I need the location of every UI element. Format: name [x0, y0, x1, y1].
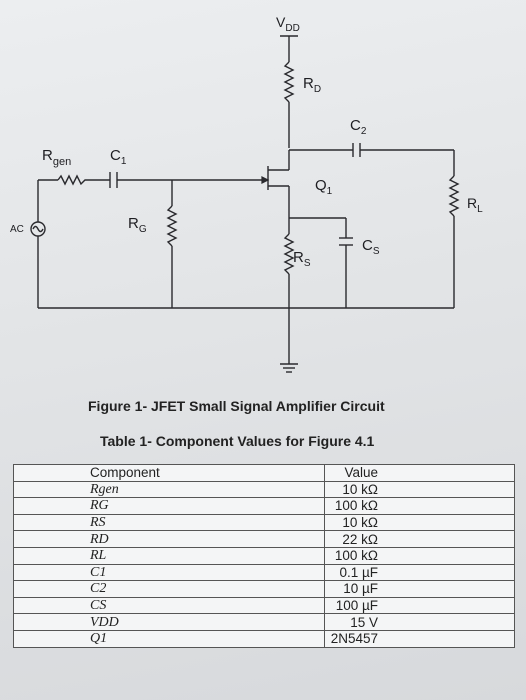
component-cell: C2 [13, 580, 325, 598]
value-cell: 15 V [324, 613, 515, 631]
c2-label: C2 [350, 117, 367, 137]
value-cell: 10 kΩ [324, 480, 515, 499]
ac-sine-icon [32, 225, 44, 233]
table-row: Rgen 10 kΩ [13, 480, 515, 499]
table-row: RS 10 kΩ [13, 513, 515, 532]
value-cell: 0.1 µF [324, 563, 515, 582]
component-cell: RD [13, 530, 325, 548]
gate-arrow-icon [261, 176, 270, 184]
jfet-amplifier-schematic: VDD RD C2 Rgen C1 Q1 RL AC RG RS CS [10, 14, 483, 373]
rl-label: RL [467, 195, 483, 215]
value-cell: 2N5457 [324, 629, 515, 648]
component-cell: VDD [13, 613, 325, 631]
value-cell: 10 µF [324, 580, 515, 598]
component-cell: Q1 [13, 629, 325, 648]
table-caption: Table 1- Component Values for Figure 4.1 [100, 433, 375, 449]
rd-label: RD [303, 75, 321, 95]
component-cell: C1 [13, 563, 325, 582]
rg-label: RG [128, 215, 147, 235]
table-row: C2 10 µF [13, 580, 515, 598]
rl-resistor [448, 175, 460, 217]
rs-resistor [283, 233, 295, 275]
table-row: RG 100 kΩ [13, 497, 515, 515]
table-header-row: Component Value [13, 464, 515, 482]
component-cell: Rgen [13, 480, 325, 499]
table-row: CS 100 µF [13, 596, 515, 615]
table-row: VDD 15 V [13, 613, 515, 631]
q1-label: Q1 [315, 177, 333, 197]
header-value: Value [324, 464, 515, 482]
rs-label: RS [293, 249, 311, 269]
component-cell: RS [13, 513, 325, 532]
value-cell: 100 kΩ [324, 546, 515, 565]
component-cell: RL [13, 546, 325, 565]
rgen-label: Rgen [42, 147, 71, 168]
table-row: RD 22 kΩ [13, 530, 515, 548]
table-row: RL 100 kΩ [13, 546, 515, 565]
vdd-label: VDD [276, 14, 300, 34]
component-cell: CS [13, 596, 325, 615]
component-values-table: Component Value Rgen 10 kΩ RG 100 kΩ RS … [13, 464, 515, 648]
c1-label: C1 [110, 147, 127, 167]
rd-resistor [283, 61, 295, 103]
figure-caption: Figure 1- JFET Small Signal Amplifier Ci… [88, 398, 385, 414]
value-cell: 22 kΩ [324, 530, 515, 548]
value-cell: 100 kΩ [324, 497, 515, 515]
component-cell: RG [13, 497, 325, 515]
value-cell: 100 µF [324, 596, 515, 615]
header-component: Component [13, 464, 325, 482]
cs-label: CS [362, 237, 380, 257]
ac-label: AC [10, 224, 24, 235]
table-row: C1 0.1 µF [13, 563, 515, 582]
rgen-resistor [57, 174, 90, 186]
table-row: Q1 2N5457 [13, 629, 515, 648]
value-cell: 10 kΩ [324, 513, 515, 532]
rg-resistor [166, 205, 178, 247]
